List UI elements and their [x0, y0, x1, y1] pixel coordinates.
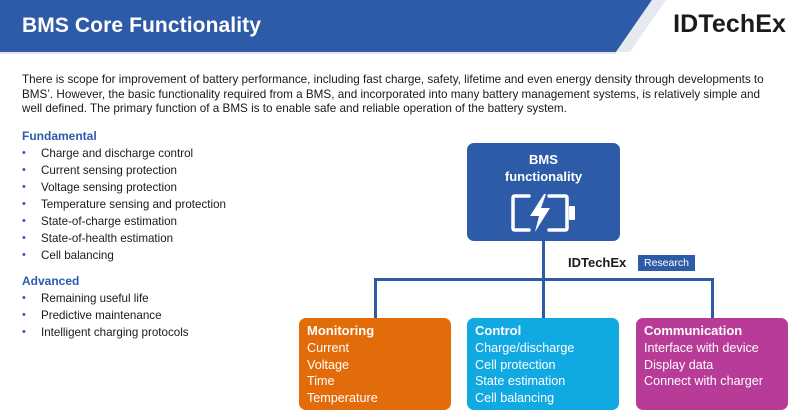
page-title: BMS Core Functionality [22, 14, 262, 37]
category-item: Voltage [307, 357, 350, 372]
header-banner: BMS Core Functionality [0, 0, 798, 56]
fundamental-list: •Charge and discharge control •Current s… [22, 145, 226, 264]
bullet-icon: • [22, 181, 26, 193]
category-item: Display data [644, 357, 714, 372]
bullet-icon: • [22, 232, 26, 244]
battery-charging-icon [511, 194, 575, 232]
bullet-icon: • [22, 198, 26, 210]
advanced-list: •Remaining useful life •Predictive maint… [22, 290, 189, 341]
list-item: •Predictive maintenance [22, 309, 162, 322]
banner-shape [0, 0, 666, 54]
bms-functionality-box: BMS functionality [467, 143, 620, 241]
bms-box-line2: functionality [504, 169, 583, 184]
category-item: Current [307, 341, 349, 355]
category-item: Temperature [307, 391, 378, 406]
list-item: •Charge and discharge control [22, 147, 194, 160]
category-title: Communication [644, 323, 743, 338]
connector-communication [711, 278, 714, 318]
connector-root [542, 241, 545, 280]
category-title: Control [475, 323, 522, 338]
intro-paragraph: There is scope for improvement of batter… [22, 73, 764, 115]
category-item: Cell balancing [475, 391, 555, 406]
bms-box-line1: BMS [529, 152, 558, 167]
list-item: •Cell balancing [22, 249, 114, 262]
list-item: •Current sensing protection [22, 164, 177, 177]
category-item: State estimation [475, 374, 566, 389]
list-item: •State-of-charge estimation [22, 215, 177, 228]
research-badge-brand: IDTechEx [568, 255, 627, 270]
category-item: Cell protection [475, 357, 556, 372]
monitoring-box: Monitoring Current Voltage Time Temperat… [299, 318, 451, 410]
category-items: Charge/discharge Cell protection State e… [475, 340, 574, 407]
list-item: •Intelligent charging protocols [22, 326, 189, 339]
control-box: Control Charge/discharge Cell protection… [467, 318, 619, 410]
bullet-icon: • [22, 147, 26, 159]
connector-control [542, 278, 545, 318]
category-items: Current Voltage Time Temperature [307, 340, 378, 407]
advanced-heading: Advanced [22, 274, 80, 288]
bullet-icon: • [22, 249, 26, 261]
bullet-icon: • [22, 292, 26, 304]
list-item: •State-of-health estimation [22, 232, 174, 245]
category-item: Interface with device [644, 341, 759, 355]
list-item: •Remaining useful life [22, 292, 149, 305]
bullet-icon: • [22, 326, 26, 338]
category-item: Time [307, 374, 335, 389]
category-title: Monitoring [307, 323, 375, 338]
list-item: •Temperature sensing and protection [22, 198, 226, 211]
brand-logo: IDTechEx [673, 10, 786, 38]
communication-box: Communication Interface with device Disp… [636, 318, 788, 410]
bullet-icon: • [22, 215, 26, 227]
list-item: •Voltage sensing protection [22, 181, 177, 194]
fundamental-heading: Fundamental [22, 129, 97, 143]
research-badge-tag: Research [638, 255, 695, 271]
category-item: Connect with charger [644, 374, 764, 389]
bullet-icon: • [22, 164, 26, 176]
category-item: Charge/discharge [475, 341, 575, 355]
category-items: Interface with device Display data Conne… [644, 340, 763, 390]
connector-monitoring [374, 278, 377, 318]
bullet-icon: • [22, 309, 26, 321]
